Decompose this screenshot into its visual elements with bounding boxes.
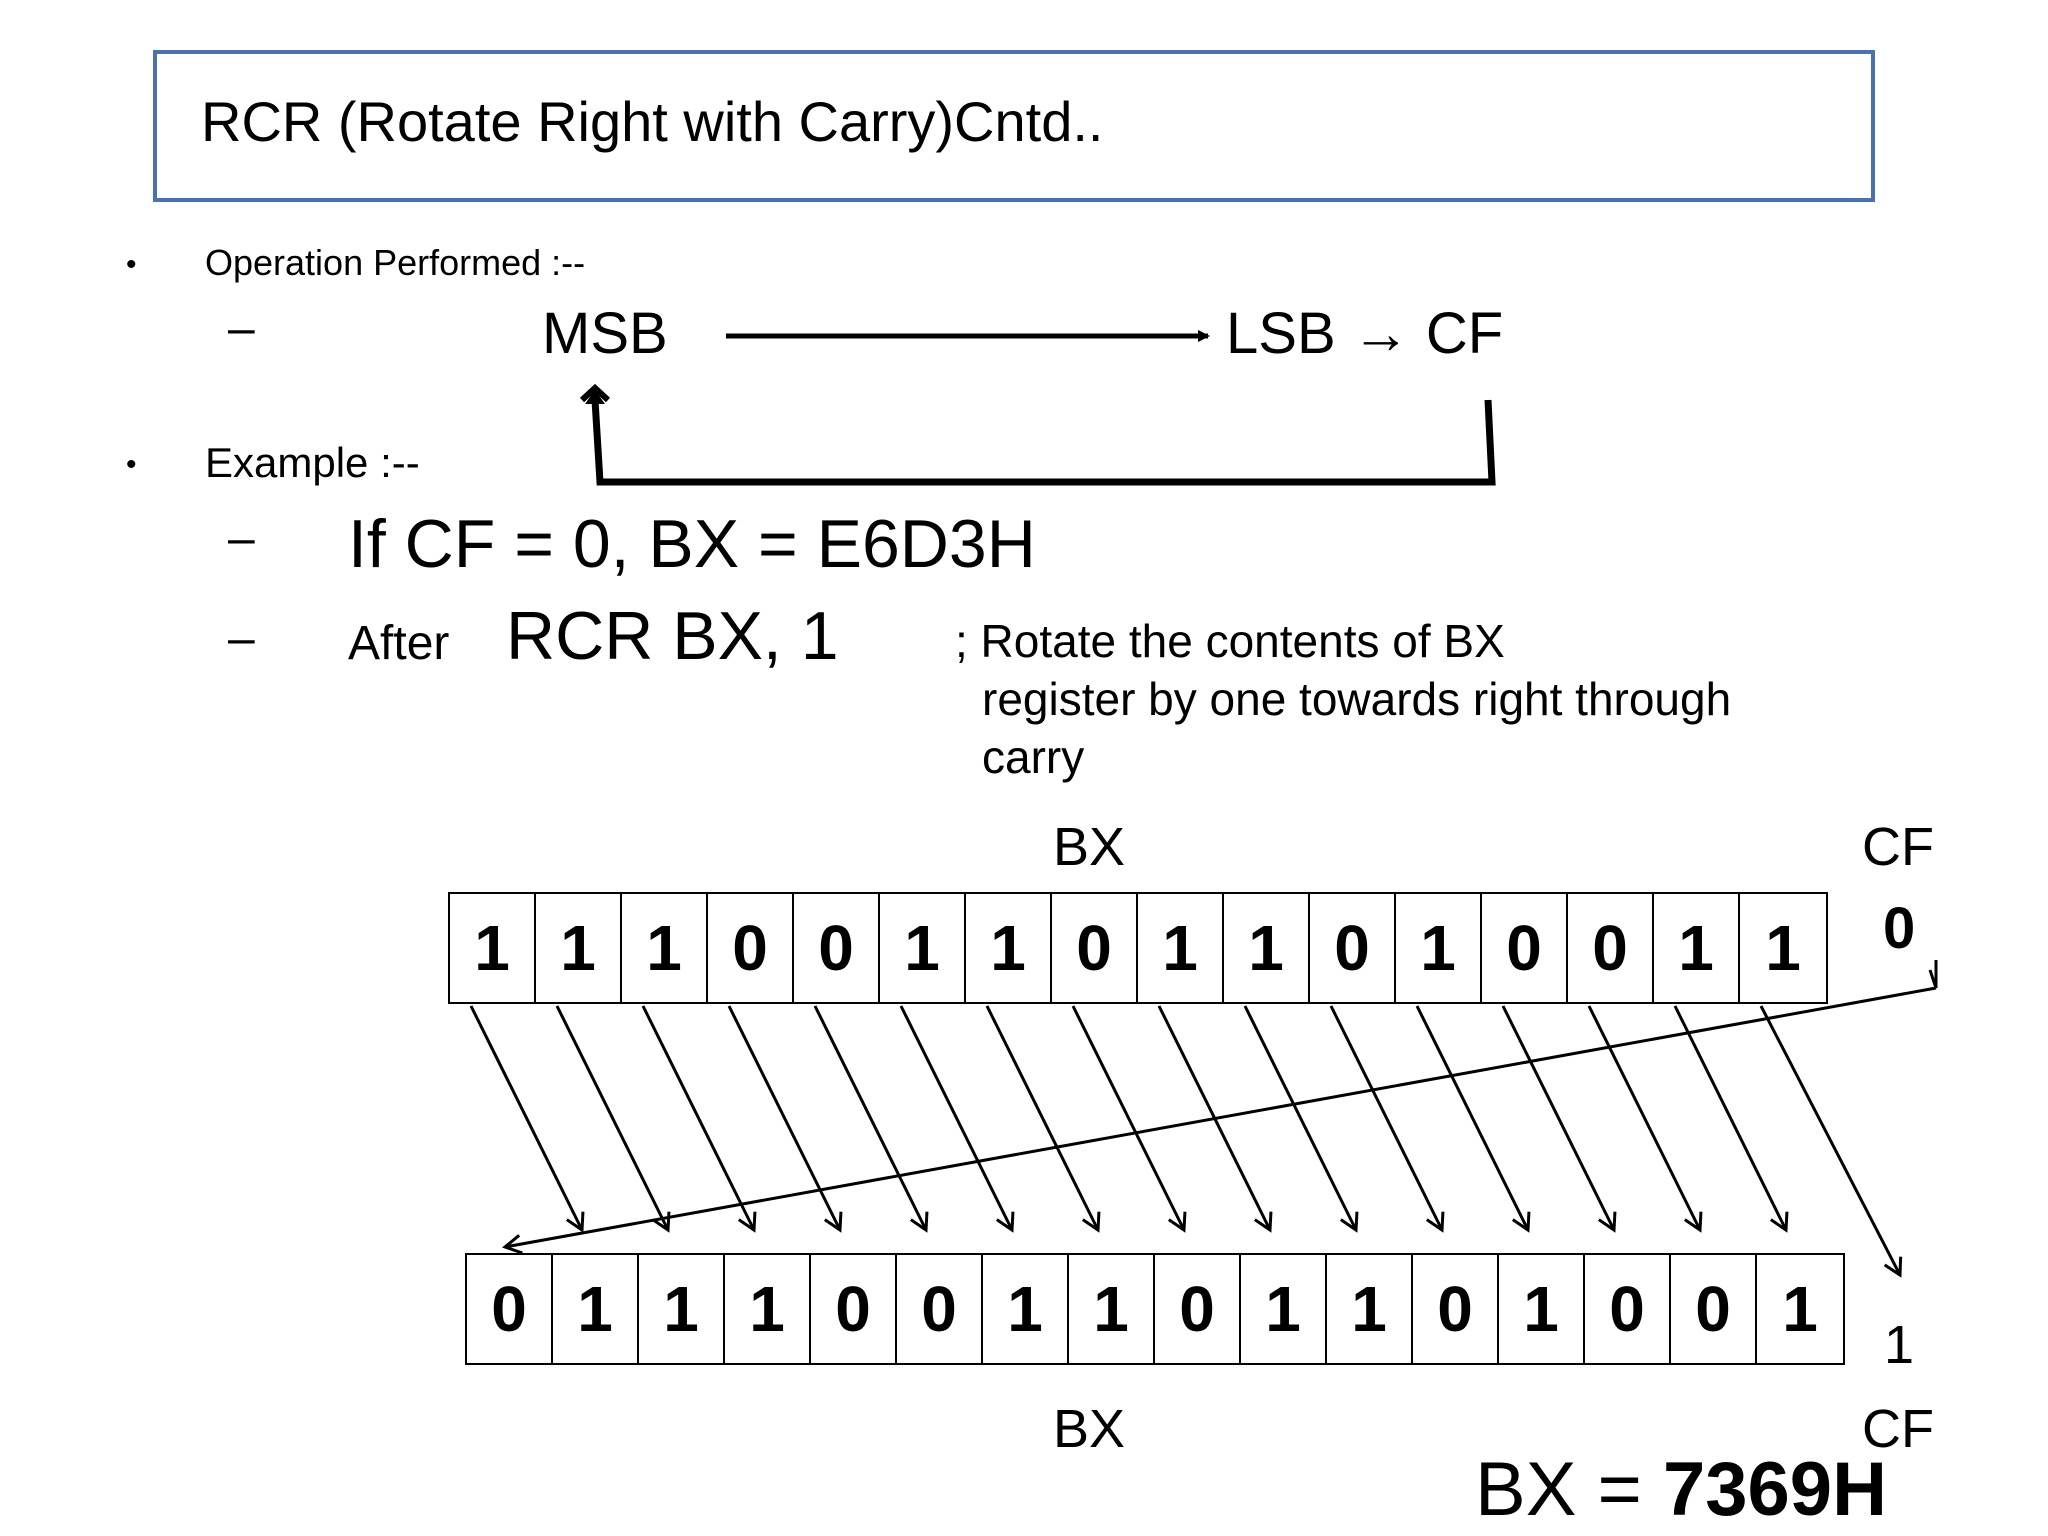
before-bit-5: 0 (1310, 894, 1396, 1002)
dash-1: – (228, 302, 255, 355)
title-box: RCR (Rotate Right with Carry)Cntd.. (153, 50, 1875, 202)
after-bit-15: 0 (467, 1255, 553, 1363)
before-bit-7: 1 (1138, 894, 1224, 1002)
cf-to-msb-loop (591, 399, 1496, 486)
shift-arrow-2 (641, 1005, 757, 1233)
before-bit-3: 0 (1482, 894, 1568, 1002)
instruction-label: RCR BX, 1 (506, 598, 839, 674)
before-bit-2: 0 (1568, 894, 1654, 1002)
cf-to-msb-arrowhead-fill (585, 390, 605, 404)
after-bit-13: 1 (639, 1255, 725, 1363)
cf-bottom-value: 1 (1884, 1315, 1915, 1375)
shift-arrow-3 (727, 1005, 843, 1233)
example-label: Example :-- (205, 439, 420, 486)
bit-shift-arrows (469, 1005, 1903, 1278)
bullet-dot-1: • (126, 248, 137, 281)
comment-line-2: register by one towards right through (982, 673, 1732, 725)
after-bit-9: 1 (983, 1255, 1069, 1363)
cf-top-value: 0 (1883, 896, 1916, 961)
result-line: BX = 7369H (1475, 1452, 1887, 1528)
cf-to-msb-arrowhead (579, 383, 611, 403)
cf-top-label: CF (1862, 817, 1934, 877)
after-bit-14: 1 (553, 1255, 639, 1363)
dash-2: – (228, 512, 255, 565)
cf-wrap-hook (1928, 960, 1938, 989)
shift-arrow-14 (1673, 1005, 1789, 1233)
after-bit-4: 0 (1413, 1255, 1499, 1363)
bullet-dot-2: • (126, 448, 137, 481)
lsb-cf-label: LSB → CF (1226, 301, 1504, 366)
before-bit-11: 0 (794, 894, 880, 1002)
msb-label: MSB (542, 301, 668, 366)
cf-bottom-label: CF (1862, 1399, 1934, 1459)
before-bit-12: 0 (708, 894, 794, 1002)
result-prefix: BX = (1475, 1447, 1663, 1532)
result-value: 7369H (1663, 1447, 1887, 1532)
before-bit-6: 1 (1224, 894, 1310, 1002)
cf-wrap-arrow (501, 986, 1937, 1255)
shift-arrow-0 (469, 1005, 585, 1233)
after-bit-7: 0 (1155, 1255, 1241, 1363)
comment-line-1: ; Rotate the contents of BX (955, 615, 1505, 667)
shift-arrow-11 (1415, 1005, 1531, 1233)
after-bit-11: 0 (811, 1255, 897, 1363)
bx-top-label: BX (1053, 817, 1126, 877)
shift-arrow-1 (555, 1005, 671, 1233)
before-bit-10: 1 (880, 894, 966, 1002)
after-bit-2: 0 (1585, 1255, 1671, 1363)
operation-performed-label: Operation Performed :-- (205, 242, 586, 283)
after-bit-6: 1 (1241, 1255, 1327, 1363)
dash-3: – (228, 612, 255, 665)
before-bit-14: 1 (536, 894, 622, 1002)
before-bit-0: 1 (1765, 912, 1801, 984)
after-label: After (348, 617, 450, 670)
after-bit-3: 1 (1499, 1255, 1585, 1363)
before-bit-8: 0 (1052, 894, 1138, 1002)
shift-arrow-10 (1329, 1005, 1445, 1233)
comment-line-3: carry (982, 731, 1085, 783)
condition-line: If CF = 0, BX = E6D3H (348, 506, 1036, 582)
shift-arrow-12 (1501, 1005, 1617, 1233)
before-bit-13: 1 (622, 894, 708, 1002)
after-bit-5: 1 (1327, 1255, 1413, 1363)
before-bit-15: 1 (450, 894, 536, 1002)
after-bit-10: 0 (897, 1255, 983, 1363)
shift-arrow-15 (1759, 1005, 1903, 1278)
shift-arrow-7 (1071, 1005, 1187, 1233)
after-bit-1: 0 (1671, 1255, 1757, 1363)
after-bit-12: 1 (725, 1255, 811, 1363)
shift-arrow-9 (1243, 1005, 1359, 1233)
bx-bottom-label: BX (1053, 1399, 1126, 1459)
before-bit-9: 1 (966, 894, 1052, 1002)
after-bit-0: 1 (1782, 1273, 1818, 1345)
shift-arrow-13 (1587, 1005, 1703, 1233)
shift-arrow-4 (813, 1005, 929, 1233)
shift-arrow-5 (899, 1005, 1015, 1233)
slide-title: RCR (Rotate Right with Carry)Cntd.. (201, 90, 1104, 153)
before-bit-4: 1 (1396, 894, 1482, 1002)
shift-arrow-6 (985, 1005, 1101, 1233)
after-bit-8: 1 (1069, 1255, 1155, 1363)
before-bit-1: 1 (1654, 894, 1740, 1002)
